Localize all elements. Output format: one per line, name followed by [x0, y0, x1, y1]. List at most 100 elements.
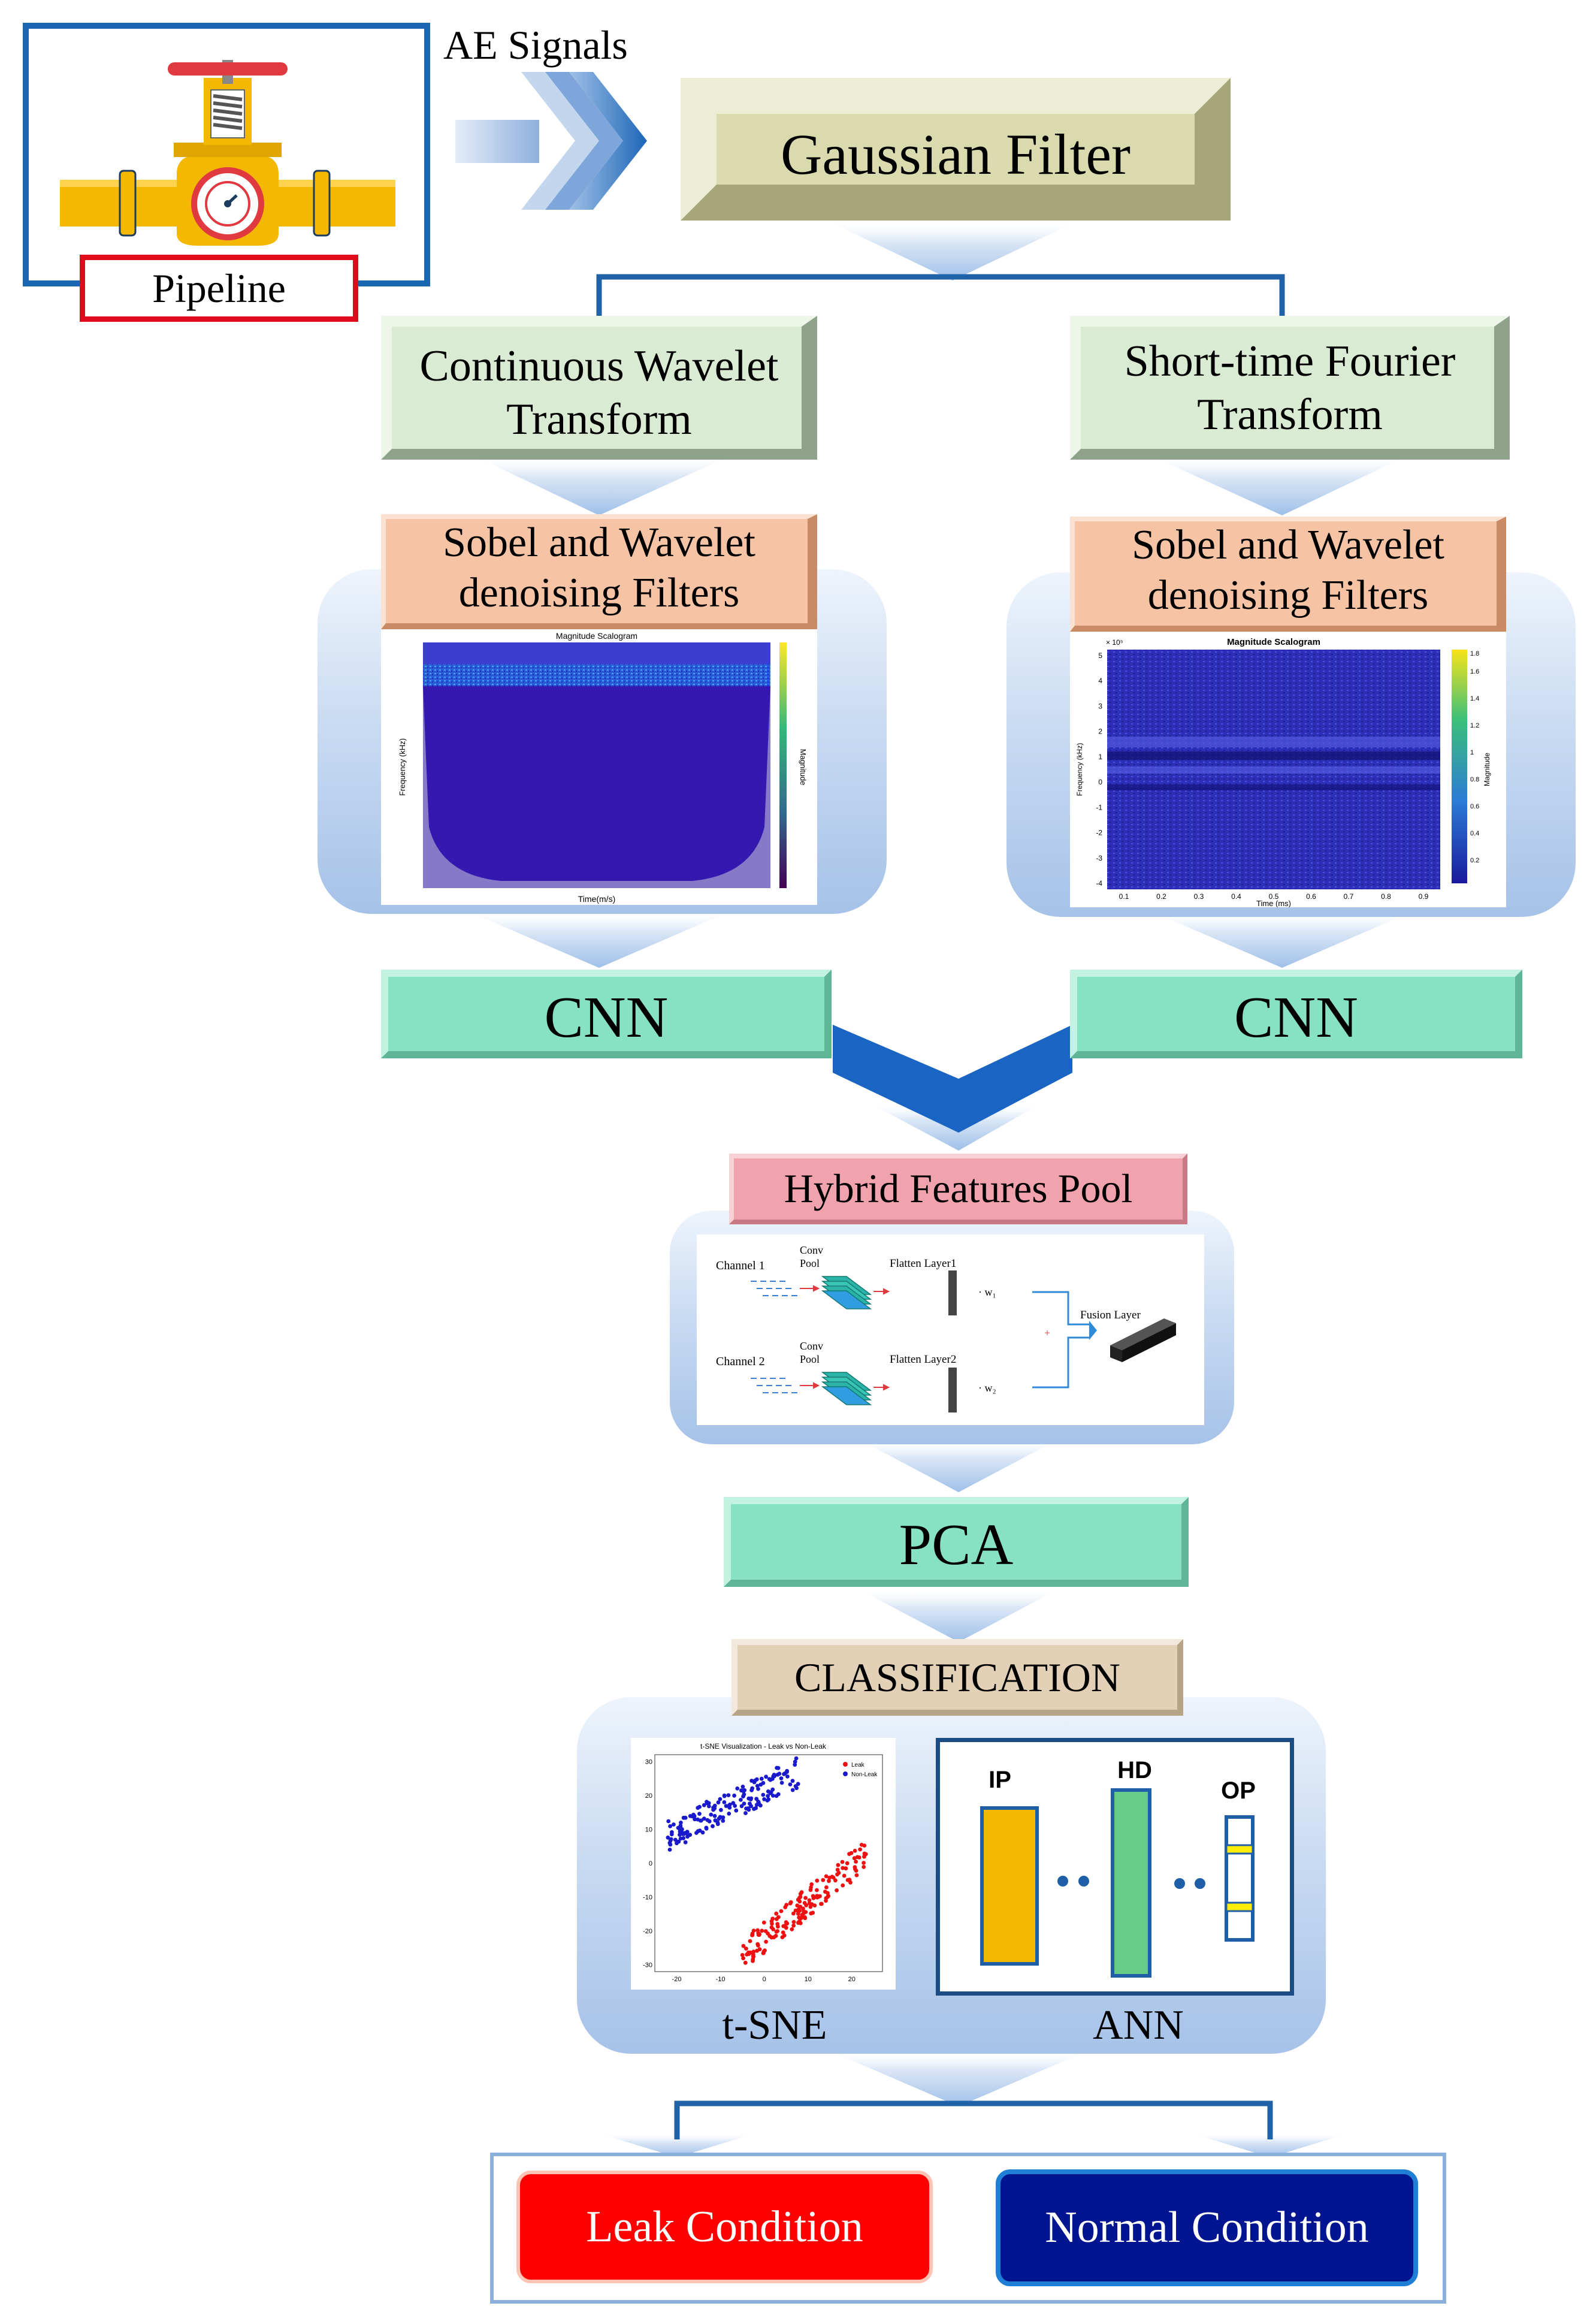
- tsne-point: [722, 1793, 727, 1798]
- tsne-point: [766, 1789, 770, 1794]
- tsne-point: [668, 1824, 672, 1828]
- normal-condition-box: Normal Condition: [996, 2169, 1418, 2286]
- fusion-conv-1: Conv: [800, 1244, 823, 1256]
- tsne-point: [727, 1802, 732, 1807]
- cnn-left-label: CNN: [544, 985, 669, 1050]
- tsne-point: [811, 1894, 815, 1899]
- tsne-point: [862, 1861, 866, 1865]
- tsne-point: [741, 1956, 745, 1961]
- stft-y-tick: 5: [1098, 651, 1102, 660]
- conv-plates-1: [821, 1276, 872, 1309]
- tsne-point: [808, 1905, 813, 1909]
- stft-y-tick: -3: [1096, 854, 1102, 862]
- ann-op-label: OP: [1221, 1777, 1256, 1804]
- tsne-x-tick: 0: [763, 1976, 766, 1983]
- fusion-flatten2: Flatten Layer2: [890, 1353, 956, 1366]
- fusion-pool-1: Pool: [800, 1257, 820, 1269]
- tsne-point: [841, 1883, 845, 1888]
- tsne-point: [852, 1856, 857, 1861]
- tsne-point: [826, 1894, 830, 1899]
- tsne-point: [784, 1920, 788, 1924]
- tsne-point: [741, 1943, 746, 1948]
- tsne-point: [840, 1860, 845, 1864]
- tsne-chart: t-SNE Visualization - Leak vs Non-Leak 3…: [631, 1738, 896, 1990]
- ann-hidden-layer: [1111, 1788, 1151, 1978]
- hybrid-pool-block: Hybrid Features Pool: [729, 1154, 1187, 1224]
- stft-scalogram-title: Magnitude Scalogram: [1227, 637, 1320, 647]
- tsne-point: [854, 1860, 858, 1864]
- fusion-diagram: Channel 1 Channel 2 Conv Pool Conv Pool …: [697, 1235, 1204, 1425]
- tsne-point: [754, 1806, 758, 1810]
- fusion-layer-label: Fusion Layer: [1080, 1309, 1141, 1321]
- tsne-point: [823, 1890, 827, 1894]
- tsne-point: [766, 1797, 771, 1801]
- ann-output-layer: [1225, 1815, 1255, 1942]
- cwt-xlabel: Time(m/s): [578, 894, 615, 904]
- tsne-point: [733, 1804, 737, 1808]
- cwt-ylabel: Frequency (kHz): [398, 738, 407, 796]
- tsne-point: [802, 1909, 806, 1913]
- stft-cbar-tick: 1.6: [1470, 668, 1479, 675]
- tsne-point: [754, 1777, 759, 1782]
- tsne-point: [746, 1952, 751, 1956]
- tsne-point: [835, 1867, 840, 1872]
- tsne-point: [812, 1903, 817, 1908]
- tsne-point: [690, 1814, 694, 1819]
- tsne-point: [774, 1794, 779, 1798]
- tsne-point: [831, 1875, 836, 1880]
- gaussian-filter-block: Gaussian Filter: [681, 78, 1231, 221]
- hybrid-pool-label: Hybrid Features Pool: [784, 1166, 1133, 1211]
- stft-cbar-tick: 0.6: [1470, 803, 1479, 810]
- tsne-point: [804, 1903, 808, 1908]
- tsne-point: [722, 1800, 727, 1804]
- tsne-point: [845, 1878, 850, 1882]
- stft-cbar-tick: 1: [1470, 749, 1474, 756]
- cwt-scalogram-image: Magnitude Scalogram Frequency (kHz) Time…: [381, 629, 817, 905]
- fusion-channel1: Channel 1: [716, 1259, 765, 1272]
- tsne-point: [791, 1911, 796, 1916]
- cnn-right-label: CNN: [1234, 985, 1358, 1050]
- tsne-point: [721, 1818, 726, 1823]
- tsne-point: [793, 1784, 798, 1788]
- tsne-point: [672, 1822, 676, 1827]
- tsne-point: [666, 1819, 671, 1824]
- tsne-point: [667, 1848, 672, 1852]
- tsne-point: [819, 1902, 823, 1906]
- tsne-point: [702, 1803, 706, 1807]
- stft-x-tick: 0.9: [1419, 892, 1429, 901]
- tsne-point: [797, 1908, 802, 1913]
- tsne-point: [775, 1929, 780, 1933]
- stft-x-tick: 0.6: [1306, 892, 1316, 901]
- tsne-point: [749, 1804, 753, 1809]
- tsne-point: [790, 1779, 795, 1783]
- tsne-point: [761, 1792, 766, 1797]
- tsne-point: [668, 1842, 673, 1847]
- stft-y-tick: 0: [1098, 778, 1102, 786]
- tsne-points: [666, 1756, 868, 1965]
- stft-cbar-tick: 0.2: [1470, 857, 1479, 864]
- tsne-x-tick: 10: [805, 1976, 812, 1983]
- tsne-point: [751, 1954, 755, 1959]
- tsne-point: [764, 1939, 768, 1944]
- tsne-point: [776, 1765, 781, 1770]
- tsne-point: [779, 1909, 784, 1913]
- tsne-title: t-SNE Visualization - Leak vs Non-Leak: [700, 1742, 827, 1750]
- stft-cbar-tick: 0.4: [1470, 830, 1479, 837]
- stft-cbar-label: Magnitude: [1483, 753, 1491, 786]
- stft-x-tick: 0.7: [1344, 892, 1354, 901]
- tsne-point: [862, 1865, 866, 1869]
- tsne-point: [842, 1873, 847, 1878]
- tsne-point: [862, 1854, 866, 1859]
- tsne-x-tick: -20: [672, 1976, 682, 1983]
- tsne-point: [771, 1927, 775, 1931]
- cwt-scalogram-title: Magnitude Scalogram: [556, 631, 637, 641]
- tsne-caption: t-SNE: [722, 2002, 827, 2048]
- stft-cbar-ticks: 1.81.61.41.210.80.60.40.2: [1470, 650, 1479, 864]
- cwt-label-line2: Transform: [506, 394, 692, 444]
- stft-y-tick: -2: [1096, 829, 1102, 837]
- pca-label: PCA: [899, 1513, 1014, 1577]
- tsne-point: [770, 1921, 774, 1926]
- stft-exponent: × 10⁵: [1106, 638, 1123, 647]
